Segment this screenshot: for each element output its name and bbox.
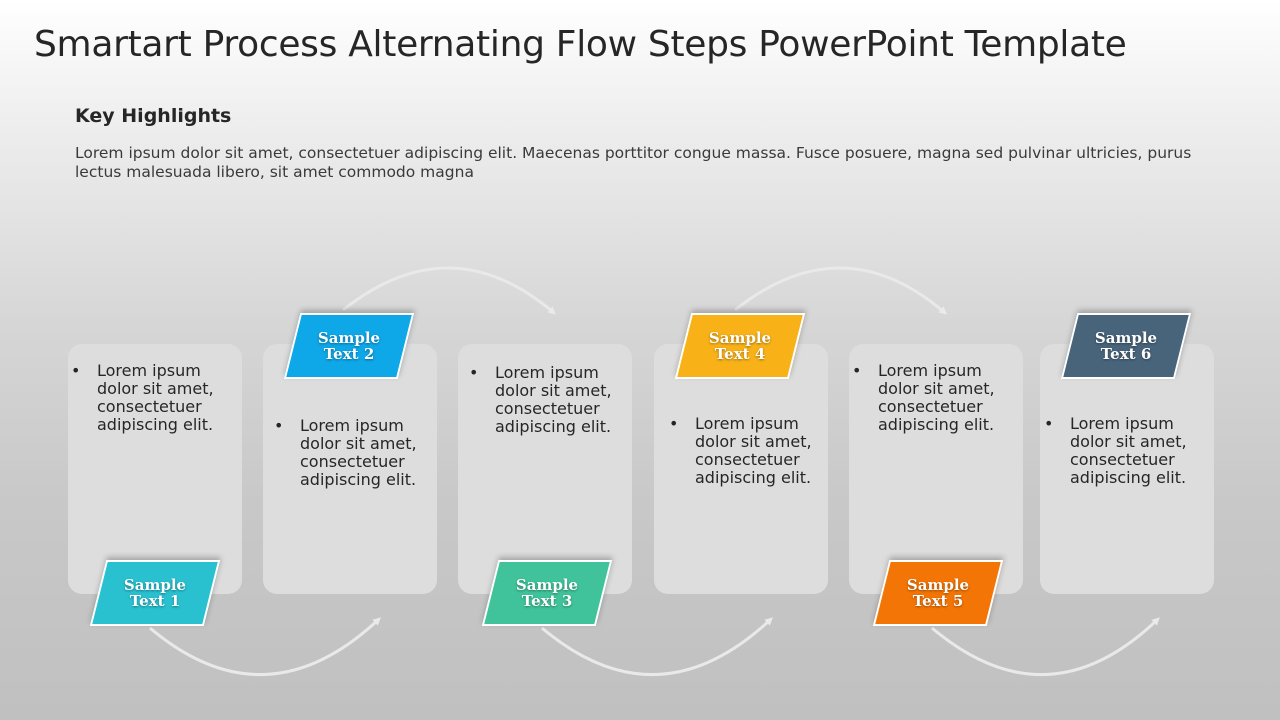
step-card-2: • Lorem ipsum dolor sit amet, consectetu…	[263, 344, 437, 594]
step-tag-5: Sample Text 5	[872, 560, 1004, 626]
flow-arrow-2-3	[342, 266, 557, 315]
step-card-5: • Lorem ipsum dolor sit amet, consectetu…	[849, 344, 1023, 594]
step-3-text: • Lorem ipsum dolor sit amet, consectetu…	[469, 363, 612, 436]
step-2-text: • Lorem ipsum dolor sit amet, consectetu…	[274, 416, 417, 489]
page-title: Smartart Process Alternating Flow Steps …	[34, 24, 1127, 65]
step-1-text: • Lorem ipsum dolor sit amet, consectetu…	[71, 361, 214, 434]
step-card-3: • Lorem ipsum dolor sit amet, consectetu…	[458, 344, 632, 594]
bullet-dot: •	[71, 361, 81, 380]
step-4-text: • Lorem ipsum dolor sit amet, consectetu…	[669, 414, 812, 487]
flow-arrow-1-2	[149, 617, 381, 677]
step-tag-3: Sample Text 3	[481, 560, 613, 626]
step-tag-2: Sample Text 2	[283, 313, 415, 379]
key-highlights-body: Lorem ipsum dolor sit amet, consectetuer…	[75, 144, 1192, 181]
flow-arrow-5-6	[931, 617, 1160, 677]
step-5-text: • Lorem ipsum dolor sit amet, consectetu…	[852, 361, 995, 434]
step-tag-6: Sample Text 6	[1060, 313, 1192, 379]
step-card-1: • Lorem ipsum dolor sit amet, consectetu…	[68, 344, 242, 594]
step-card-6: • Lorem ipsum dolor sit amet, consectetu…	[1040, 344, 1214, 594]
key-highlights-heading: Key Highlights	[75, 105, 232, 127]
step-tag-1: Sample Text 1	[89, 560, 221, 626]
step-6-text: • Lorem ipsum dolor sit amet, consectetu…	[1044, 414, 1187, 487]
step-tag-4: Sample Text 4	[674, 313, 806, 379]
step-card-4: • Lorem ipsum dolor sit amet, consectetu…	[654, 344, 828, 594]
flow-arrow-4-5	[734, 266, 948, 315]
flow-arrow-3-4	[541, 617, 773, 677]
